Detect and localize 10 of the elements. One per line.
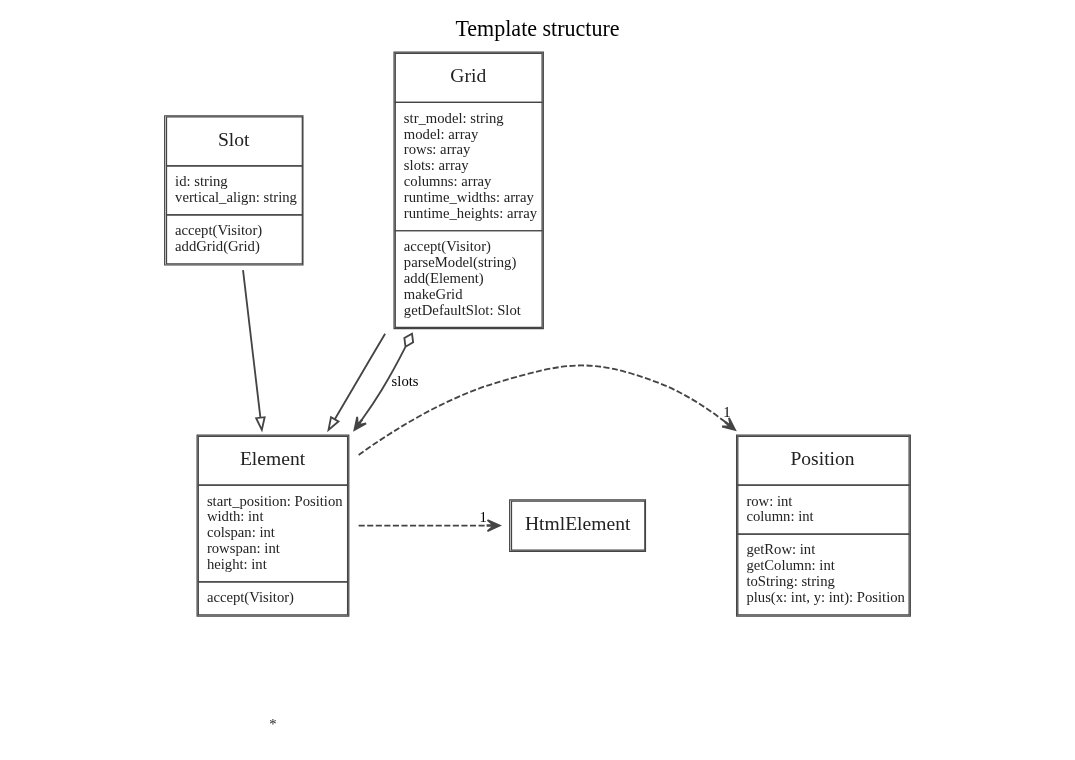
- label: *: [269, 715, 277, 732]
- arrow: [353, 332, 415, 431]
- edge-label: 1: [723, 404, 731, 421]
- diagram-title: Template structure: [455, 15, 620, 41]
- arrow: [357, 364, 736, 456]
- edge-label: slots: [391, 372, 419, 389]
- arrow: [327, 332, 387, 433]
- edge-label: 1: [479, 508, 487, 525]
- arrow: [242, 269, 266, 433]
- arrow: [357, 519, 501, 532]
